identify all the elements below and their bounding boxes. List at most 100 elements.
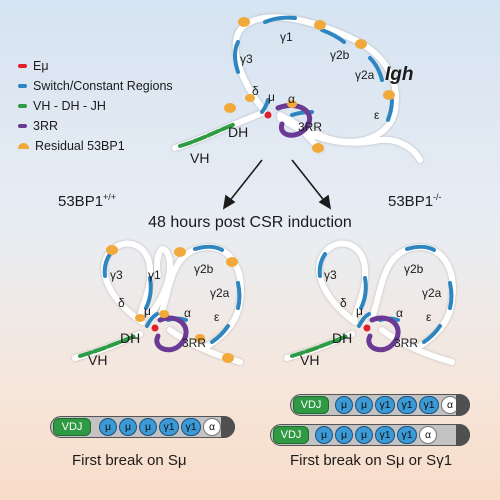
left-bar-vdj: VDJ (53, 418, 91, 436)
left-bar-segment-mu-1: μ (99, 418, 117, 436)
legend-item-switch: Switch/Constant Regions (18, 76, 173, 96)
locus-title: Igh (385, 64, 414, 85)
left-switch-gamma2a (236, 281, 242, 310)
caption-left: First break on Sμ (72, 452, 187, 469)
top-switch-mu (260, 98, 270, 114)
left-bar-segment-alpha: α (203, 418, 221, 436)
right-label-epsilon: ε (426, 310, 432, 324)
left-recombined-locus-bar: VDJ μ μ μ γ1 γ1 α (50, 416, 235, 438)
right-bar1-end-cap (456, 394, 470, 416)
right-bar2-segment-mu-2: μ (335, 426, 353, 444)
right-recombined-locus-bar-1: VDJ μ μ γ1 γ1 γ1 α (290, 394, 470, 416)
legend-item-vdj: VH - DH - JH (18, 96, 173, 116)
top-focus-3 (355, 39, 367, 49)
left-switch-mu (145, 312, 159, 328)
left-label-dh: DH (120, 330, 141, 346)
right-bar1-segment-gamma1-3: γ1 (419, 396, 439, 414)
right-bar1-vdj: VDJ (293, 396, 329, 414)
top-vdj-segment (178, 122, 237, 148)
left-focus-4 (135, 314, 145, 322)
right-label-delta: δ (340, 296, 347, 310)
legend-label-vdj: VH - DH - JH (33, 99, 106, 113)
right-label-gamma2b: γ2b (404, 262, 424, 276)
top-switch-gamma2a (368, 56, 384, 82)
legend-item-emu: Eμ (18, 56, 173, 76)
right-label-3rr: 3RR (394, 336, 419, 350)
left-bar-segment-gamma1-1: γ1 (159, 418, 179, 436)
genotype-wt-base: 53BP1 (58, 193, 104, 210)
right-label-mu: μ (356, 304, 363, 318)
right-bar1-segment-mu-2: μ (355, 396, 373, 414)
left-focus-5 (159, 310, 169, 318)
left-label-gamma3: γ3 (110, 268, 123, 282)
top-switch-regions (233, 15, 394, 122)
right-bar1-segment-gamma1-2: γ1 (397, 396, 417, 414)
left-bar-segment-mu-3: μ (139, 418, 157, 436)
right-bar2-end-cap (456, 424, 470, 446)
right-bar2-segment-gamma1-2: γ1 (397, 426, 417, 444)
right-bar2-segment-mu-1: μ (315, 426, 333, 444)
left-focus-3 (226, 257, 238, 267)
top-focus-7 (287, 100, 297, 108)
left-focus-6 (195, 334, 205, 342)
genotype-ko-sup: -/- (433, 192, 442, 202)
left-label-alpha: α (184, 306, 191, 320)
genotype-wt: 53BP1+/+ (58, 192, 116, 210)
top-53bp1-foci (224, 17, 395, 153)
top-focus-6 (245, 94, 255, 102)
right-label-vh: VH (300, 352, 320, 368)
top-focus-5 (224, 103, 236, 113)
legend-label-emu: Eμ (33, 59, 49, 73)
right-bar2-segment-alpha: α (419, 426, 437, 444)
left-bar-segment-mu-2: μ (119, 418, 137, 436)
right-emu-dot (363, 324, 371, 332)
left-switch-regions (102, 244, 242, 344)
left-vdj-segment (78, 334, 137, 358)
left-switch-gamma1 (144, 276, 153, 310)
left-emu-dot (151, 324, 159, 332)
top-focus-2 (314, 20, 326, 30)
right-chromatin-right (379, 327, 455, 365)
right-3rr (366, 315, 401, 353)
left-switch-gamma2b (193, 244, 224, 252)
left-bar-segment-gamma1-2: γ1 (181, 418, 201, 436)
top-switch-gamma3 (233, 40, 240, 74)
top-focus-4 (383, 90, 395, 100)
top-label-gamma3: γ3 (240, 52, 253, 66)
left-focus-2 (174, 247, 186, 257)
right-switch-mu (357, 312, 371, 328)
top-label-alpha: α (288, 92, 295, 106)
genotype-ko: 53BP1-/- (388, 192, 442, 210)
left-focus-7 (222, 353, 234, 363)
right-chromatin-loop-b (369, 244, 456, 351)
right-switch-gamma2b (405, 244, 436, 252)
left-chromatin-loop-a (101, 240, 154, 325)
top-label-mu: μ (268, 90, 275, 104)
legend: Eμ Switch/Constant Regions VH - DH - JH … (18, 56, 173, 156)
left-label-delta: δ (118, 296, 125, 310)
top-label-gamma1: γ1 (280, 30, 293, 44)
right-label-gamma3: γ3 (324, 268, 337, 282)
arrow-right-head (318, 194, 332, 210)
right-label-alpha: α (396, 306, 403, 320)
right-label-gamma2a: γ2a (422, 286, 442, 300)
left-bar-end-cap (221, 416, 235, 438)
arrow-left-shaft (227, 159, 263, 204)
left-label-mu: μ (144, 304, 151, 318)
left-label-3rr: 3RR (182, 336, 207, 350)
arrow-left-head (222, 194, 236, 210)
caption-right: First break on Sμ or Sγ1 (290, 452, 453, 469)
right-bar2-segment-gamma1-1: γ1 (375, 426, 395, 444)
top-emu-dot (264, 111, 272, 119)
legend-label-3rr: 3RR (33, 119, 59, 133)
top-focus-8 (312, 143, 324, 153)
genotype-wt-sup: +/+ (103, 192, 117, 202)
left-3rr (154, 315, 189, 353)
right-switch-gamma1 (359, 276, 368, 310)
time-label: 48 hours post CSR induction (148, 214, 352, 231)
legend-swatch-vdj (18, 104, 27, 108)
right-chromatin-loop-a (316, 240, 369, 325)
arrows (222, 159, 332, 210)
top-locus (172, 14, 423, 163)
